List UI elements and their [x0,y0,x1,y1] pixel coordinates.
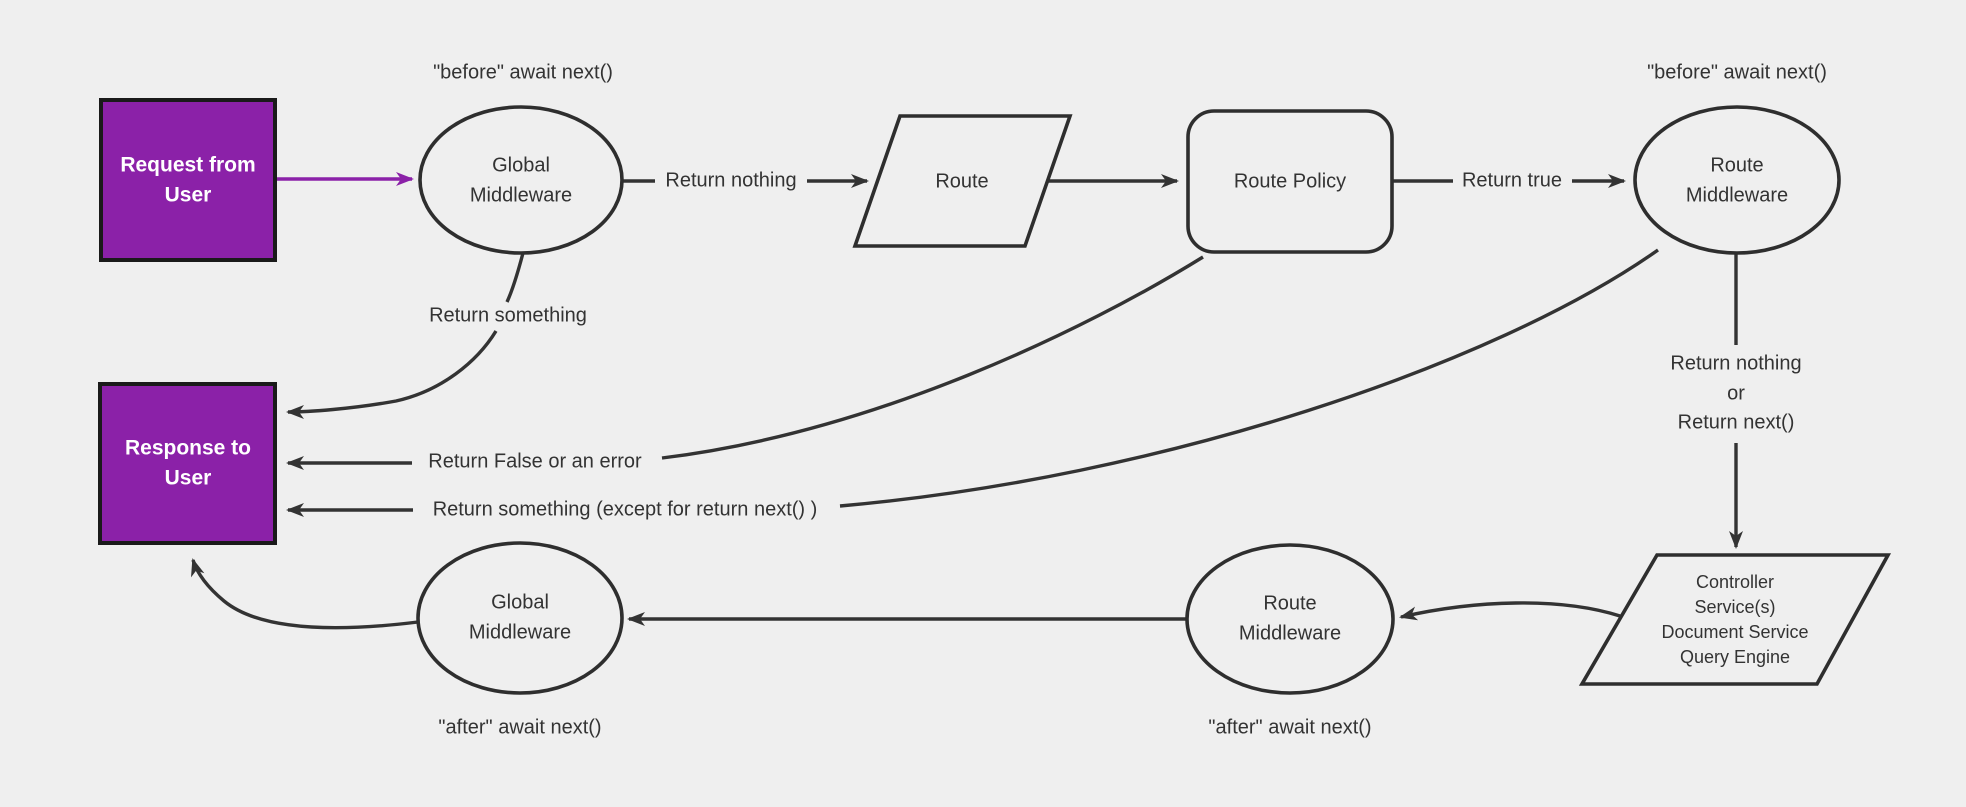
response-box-label-line1: Response to [125,437,251,460]
label-return-nothing-or-line1: Return nothing [1670,352,1801,374]
label-before-await-global: "before" await next() [433,61,613,83]
label-return-something: Return something [429,304,587,326]
edge-routemw-to-response-seg1 [839,248,1659,508]
label-before-await-route: "before" await next() [1647,61,1827,83]
route-label: Route [935,170,988,192]
node-controller-services [1578,553,1892,686]
route-policy-label: Route Policy [1234,170,1346,192]
global-mw-bottom-label-line2: Middleware [469,621,571,643]
controller-label-line2: Service(s) [1694,597,1775,617]
node-request-from-user [99,98,277,262]
global-mw-bottom-label-line1: Global [491,591,549,613]
node-route-policy [1186,109,1394,254]
label-return-false-or-error: Return False or an error [428,450,642,472]
label-return-nothing-or-line2: or [1727,382,1745,404]
controller-label-line4: Query Engine [1680,647,1790,667]
request-box-label-line2: User [165,184,212,207]
label-after-await-global: "after" await next() [438,716,601,738]
edge-global-to-response-seg1 [505,252,525,303]
node-response-to-user [98,382,277,545]
edge-globalmw-bottom-to-response [191,558,419,630]
edge-policy-to-response-seg1 [661,255,1204,460]
label-return-nothing: Return nothing [665,169,796,191]
global-mw-top-label-line1: Global [492,154,550,176]
label-return-something-except: Return something (except for return next… [433,498,818,520]
route-mw-top-label-line1: Route [1710,154,1763,176]
global-mw-top-label-line2: Middleware [470,184,572,206]
node-global-middleware-bottom [416,541,624,695]
route-mw-top-label-line2: Middleware [1686,184,1788,206]
response-box-label-line2: User [165,467,212,490]
node-global-middleware-top [418,105,624,255]
route-mw-bottom-label-line2: Middleware [1239,622,1341,644]
request-box-label-line1: Request from [120,154,255,177]
route-mw-bottom-label-line1: Route [1263,592,1316,614]
label-return-true: Return true [1462,169,1562,191]
label-after-await-route: "after" await next() [1208,716,1371,738]
edge-global-to-response-seg2 [286,330,498,419]
label-return-nothing-or-line3: Return next() [1678,411,1795,433]
node-route-middleware-bottom [1185,543,1395,695]
node-route-middleware-top [1633,105,1841,255]
node-route [852,114,1073,248]
controller-label-line1: Controller [1696,572,1774,592]
controller-label-line3: Document Service [1661,622,1808,642]
edge-controller-to-routemw-bottom [1399,601,1621,621]
